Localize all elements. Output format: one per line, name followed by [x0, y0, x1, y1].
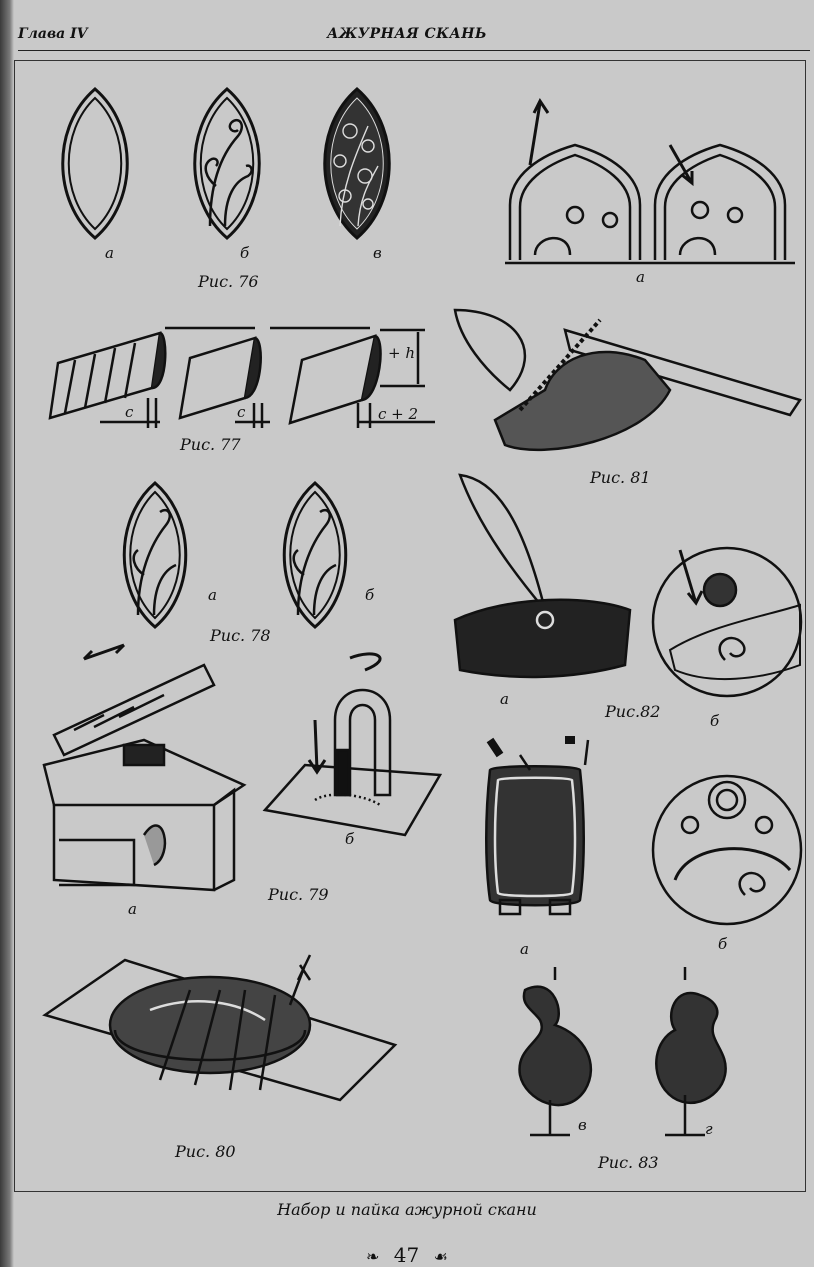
chapter-label: Глава IV [18, 26, 88, 42]
fig81b-soldering-tweezers [453, 308, 802, 452]
header-rule [18, 50, 810, 51]
fig83a-pendant-frame [485, 736, 590, 916]
fig81a-arched-frames [505, 98, 795, 265]
fig76-leaf-filled [323, 87, 391, 240]
book-spine-shadow [0, 0, 14, 1267]
fig83-label-v: в [578, 1116, 587, 1134]
page-caption: Набор и пайка ажурной скани [277, 1200, 537, 1219]
fig83-label-g: г [705, 1120, 713, 1138]
illustration-frame [14, 60, 806, 1192]
fig81-label-a: а [636, 268, 645, 286]
fig77-wire-sections [48, 326, 435, 428]
page-header: Глава IV АЖУРНАЯ СКАНЬ [0, 22, 814, 54]
fig81-caption: Рис. 81 [590, 468, 651, 487]
fig82a-block-with-feather [453, 473, 632, 679]
running-title: АЖУРНАЯ СКАНЬ [326, 26, 488, 42]
fig77-dim-c1: c [125, 403, 134, 421]
fig80-caption: Рис. 80 [175, 1142, 236, 1161]
fig76-caption: Рис. 76 [198, 272, 259, 291]
fig82-caption: Рис.82 [605, 702, 661, 721]
fig77-caption: Рис. 77 [180, 435, 241, 454]
fig83g-paisley-pendant [655, 967, 727, 1137]
page-number: 47 [393, 1243, 420, 1267]
fig79-label-a: а [128, 900, 137, 918]
fig78-caption: Рис. 78 [210, 626, 271, 645]
fig77-dim-c3: c + 2 [378, 405, 419, 423]
fig82b-closeup-circle [651, 546, 803, 698]
fig79-caption: Рис. 79 [268, 885, 329, 904]
ornament-left-icon: ❧ [366, 1247, 380, 1266]
fig77-dim-h: + h [388, 344, 415, 362]
fig76-leaf-outline [61, 87, 129, 240]
fig83-caption: Рис. 83 [598, 1153, 659, 1172]
ornament-right-icon: ☙ [433, 1247, 448, 1266]
fig83-label-a: а [520, 940, 529, 958]
fig83-label-b: б [718, 935, 728, 953]
fig79-label-b: б [345, 830, 355, 848]
fig78-label-b: б [365, 586, 375, 604]
fig82-label-b: б [710, 712, 720, 730]
page-number-row: ❧ 47 ☙ [0, 1243, 814, 1267]
fig76-label-a: а [105, 244, 114, 262]
fig77-dim-c2: c [237, 403, 246, 421]
fig80-binding-on-plate [42, 954, 398, 1102]
fig78-label-a: а [208, 586, 217, 604]
fig79b-bending-tool [262, 652, 443, 837]
fig79a-cutting-press [42, 643, 247, 892]
fig83b-ring-pendant [651, 774, 803, 926]
fig82-label-a: а [500, 690, 509, 708]
fig76-label-v: в [373, 244, 382, 262]
fig83v-paisley-pendant [518, 967, 593, 1137]
fig78-leaf-a [122, 481, 188, 629]
fig76-leaf-scroll [193, 87, 261, 240]
fig76-label-b: б [240, 244, 250, 262]
fig78-leaf-b [282, 481, 348, 629]
